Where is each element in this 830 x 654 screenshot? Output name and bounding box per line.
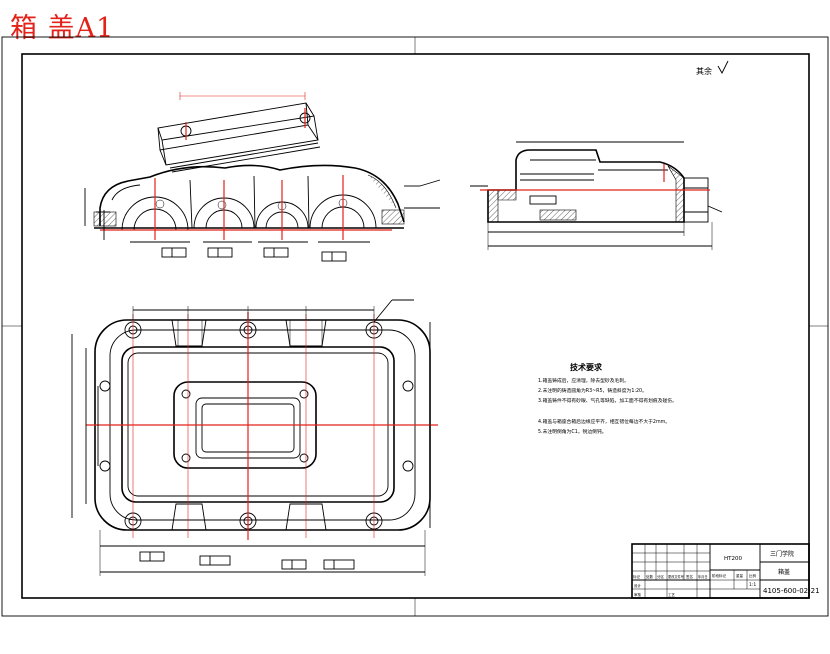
title-header-cell: 分区 (657, 574, 665, 579)
title-header-cell: 年月日 (698, 574, 708, 579)
title-drawing-no: 4105-600-02-21 (763, 587, 820, 595)
title-header-cell: 标记 (633, 574, 641, 579)
title-scale: 1:1 (749, 582, 756, 588)
top-view (71, 299, 438, 576)
title-header-cell: 更改文件号 (668, 574, 684, 579)
title-material: HT200 (724, 556, 742, 562)
title-mid-label: 比例 (749, 573, 757, 578)
stamp-title: 箱 盖A1 (10, 13, 115, 44)
title-mid-label: 阶段标记 (712, 573, 726, 578)
title-row-label: 工艺 (668, 592, 676, 597)
title-block: HT200 三门学院 箱盖 4105-600-02-21 1:1 标记 处数 分… (631, 543, 820, 599)
technical-requirements: 技术要求 1.箱盖铸成后，应清理，除去型砂及毛刺。 2.未注明的铸造圆角为R3~… (538, 362, 677, 435)
side-section-view (470, 141, 723, 250)
title-header-cell: 签名 (686, 574, 693, 579)
surface-roughness-note: 其余 (696, 66, 712, 76)
tech-req-line: 1.箱盖铸成后，应清理，除去型砂及毛刺。 (538, 377, 629, 384)
title-row-label: 审核 (634, 592, 642, 597)
tech-req-line: 4.箱盖与箱座合箱后边缘应平齐，相互错位每边不大于2mm。 (538, 418, 670, 425)
title-row-label: 设计 (634, 583, 642, 588)
title-school: 三门学院 (770, 550, 794, 558)
title-mid-label: 重量 (736, 573, 744, 578)
tech-req-line: 2.未注明的铸造圆角为R3~R5，铸造斜度为1:20。 (538, 387, 647, 394)
front-view (84, 92, 441, 262)
tech-req-heading: 技术要求 (570, 362, 603, 372)
title-header-cell: 处数 (646, 574, 654, 579)
tech-req-line: 5.未注明倒角为C1，锐边倒钝。 (538, 428, 607, 435)
title-part-name: 箱盖 (778, 568, 790, 576)
tech-req-line: 3.箱盖铸件不得有砂眼、气孔等缺陷，加工面不得有划痕及碰伤。 (538, 397, 677, 404)
